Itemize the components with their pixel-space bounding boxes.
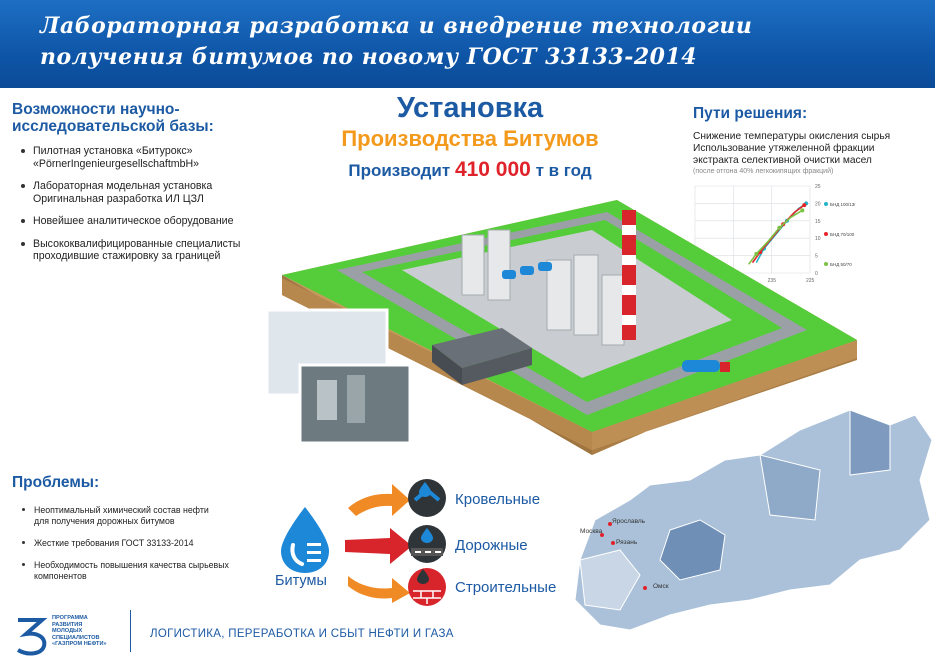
chart-series-line — [748, 209, 803, 265]
logo-text-line: «ГАЗПРОМ НЕФТИ» — [52, 641, 107, 648]
program-logo-icon — [16, 618, 48, 656]
chart-legend-marker — [824, 202, 828, 206]
problems-item: Жесткие требования ГОСТ 33133-2014 — [18, 538, 258, 549]
map-city-omsk: Омск — [653, 583, 669, 590]
problems-item: Необходимость повышения качества сырьевы… — [18, 560, 258, 582]
product-roofing: Кровельные — [455, 491, 541, 508]
chart-y-tick: 25 — [815, 184, 821, 190]
problems-item-line: для получения дорожных битумов — [34, 516, 175, 526]
header-title-line2: получения битумов по новому ГОСТ 33133-2… — [40, 44, 698, 70]
chart-point — [777, 225, 782, 230]
production-suffix: т в год — [530, 161, 592, 180]
logo-text-line: СПЕЦИАЛИСТОВ — [52, 634, 100, 641]
chart-y-tick: 0 — [815, 271, 818, 277]
research-item-line: «PörnerIngenieurgesellschaftmbH» — [33, 157, 200, 170]
chart-legend-label: БНД 50/70 — [830, 262, 852, 267]
problems-title: Проблемы: — [12, 474, 100, 491]
problems-item-line: Неоптимальный химический состав нефти — [34, 505, 209, 515]
map-city-moscow: Москва — [580, 528, 603, 535]
header-title-line1: Лабораторная разработка и внедрение техн… — [40, 13, 753, 39]
chart-legend-label: БНД 70/100 — [830, 232, 855, 237]
paths-text: Снижение температуры окисления сырья Исп… — [693, 131, 933, 167]
problems-item-line: компонентов — [34, 571, 87, 581]
research-item-line: Высококвалифицированные специалисты — [33, 237, 241, 250]
chart-y-tick: 10 — [815, 236, 821, 242]
production-prefix: Производит — [348, 161, 455, 180]
chart-legend-label: БНД 100/130 — [830, 202, 855, 207]
construction-icon — [408, 568, 446, 606]
research-item-line: Пилотная установка «Битурокс» — [33, 145, 193, 157]
chart-legend-marker — [824, 232, 828, 236]
production-value: 410 000 — [454, 158, 531, 181]
logo-text-line: ПРОГРАММА — [52, 615, 88, 621]
research-item-line: проходившие стажировку за границей — [33, 250, 221, 262]
plant-subtitle: Производства Битумов — [341, 126, 599, 151]
chart-point — [800, 208, 805, 213]
paths-line1: Снижение температуры окисления сырья — [693, 131, 891, 142]
chart-x-tick: 225 — [806, 278, 815, 284]
product-construction: Строительные — [455, 579, 557, 596]
problems-item-line: Необходимость повышения качества сырьевы… — [34, 560, 229, 570]
paths-line2: Использование утяжеленной фракции — [693, 143, 875, 154]
chart-legend-marker — [824, 262, 828, 266]
research-item-line: Лабораторная модельная установка — [33, 180, 213, 192]
research-item-line: Оригинальная разработка ИЛ ЦЗЛ — [33, 192, 204, 205]
research-item-line: Новейшее аналитическое оборудование — [33, 215, 234, 227]
plant-title: Установка — [396, 92, 544, 124]
research-title: Возможности научно- исследовательской ба… — [12, 101, 214, 135]
product-road: Дорожные — [455, 537, 528, 554]
plant-production: Производит 410 000 т в год — [300, 158, 640, 182]
roofing-icon — [408, 479, 446, 517]
chart-x-tick: 235 — [768, 278, 777, 284]
paths-note: (после отгона 40% легкокипящих фракций) — [693, 168, 834, 175]
paths-line3: экстракта селективной очистки масел — [693, 155, 872, 166]
research-list: Пилотная установка «Битурокс»«PörnerInge… — [17, 145, 277, 273]
russia-map — [574, 409, 933, 631]
paths-title: Пути решения: — [693, 105, 808, 122]
product-arrows — [345, 484, 412, 603]
bitumen-label: Битумы — [275, 573, 327, 589]
header-banner: Лабораторная разработка и внедрение техн… — [0, 0, 935, 88]
research-item: Новейшее аналитическое оборудование — [17, 215, 277, 228]
chart-y-tick: 15 — [815, 219, 821, 225]
logo-text-line: МОЛОДЫХ — [52, 628, 83, 635]
road-icon — [408, 525, 446, 563]
footer-tagline: ЛОГИСТИКА, ПЕРЕРАБОТКА И СБЫТ НЕФТИ И ГА… — [150, 628, 454, 640]
chart-point — [754, 251, 759, 256]
logo-text-line: РАЗВИТИЯ — [52, 621, 83, 628]
footer-divider — [130, 610, 131, 652]
problems-item-line: Жесткие требования ГОСТ 33133-2014 — [34, 538, 194, 548]
chart-y-tick: 5 — [815, 254, 818, 260]
map-city-yaroslavl: Ярославль — [612, 518, 646, 525]
research-item: Пилотная установка «Битурокс»«PörnerInge… — [17, 145, 277, 170]
research-title-line2: исследовательской базы: — [12, 118, 214, 135]
chart-point — [802, 203, 807, 208]
bitumen-drop-icon — [281, 507, 329, 573]
plant-illustration — [265, 200, 857, 455]
map-city-ryazan: Рязань — [616, 539, 638, 546]
chart-y-tick: 20 — [815, 201, 821, 207]
research-title-line1: Возможности научно- — [12, 101, 180, 118]
